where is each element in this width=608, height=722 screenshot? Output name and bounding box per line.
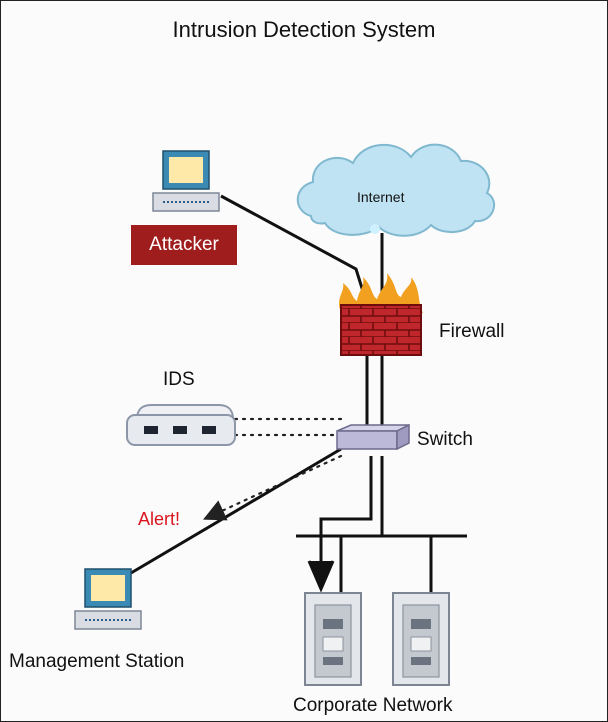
alert-arrow [203, 454, 343, 521]
management-computer-icon [74, 568, 142, 630]
corporate-network-label: Corporate Network [293, 695, 453, 716]
ids-label: IDS [163, 369, 195, 390]
switch-icon [336, 423, 410, 451]
server-2-icon [392, 592, 450, 686]
management-station-label: Management Station [9, 651, 185, 672]
attacker-computer-icon [152, 150, 220, 212]
ids-device-icon [126, 404, 236, 446]
firewall-label: Firewall [439, 321, 505, 342]
attacker-label: Attacker [131, 225, 237, 265]
internet-label: Internet [357, 189, 405, 205]
switch-label: Switch [417, 429, 473, 450]
server-1-icon [304, 592, 362, 686]
attack-path-arrow [319, 456, 373, 571]
firewall-icon [339, 273, 423, 356]
flame-icon [339, 273, 423, 313]
alert-label: Alert! [138, 509, 181, 529]
diagram-title: Intrusion Detection System [172, 17, 436, 42]
attack-path-arrowhead [307, 560, 335, 593]
internet-cloud [296, 143, 496, 237]
switch-to-management-line [130, 447, 342, 575]
